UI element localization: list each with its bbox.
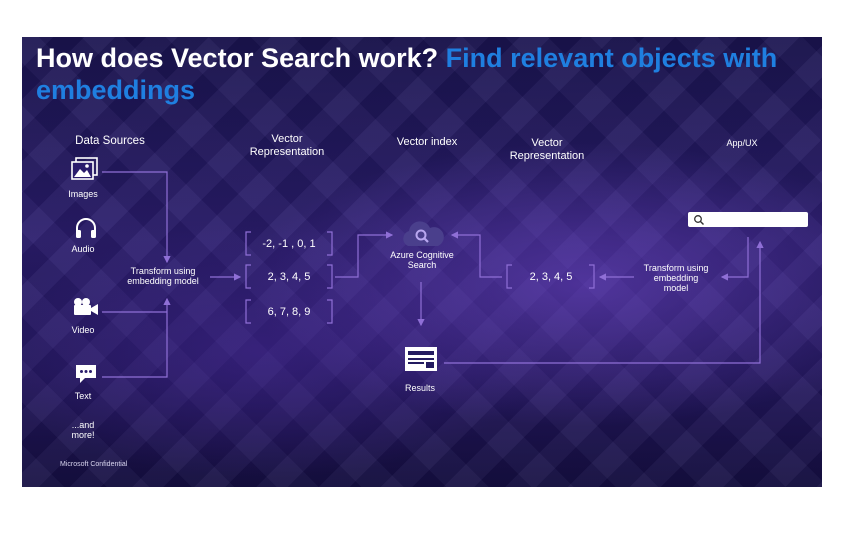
slide: How does Vector Search work? Find releva… (22, 37, 822, 487)
vector-bracket-2 (245, 264, 333, 289)
results-icon (404, 346, 438, 372)
vectors-to-index-connector (335, 231, 394, 278)
query-vector: 2, 3, 4, 5 (529, 270, 573, 283)
source-label-images: Images (68, 189, 98, 199)
vector-bracket-right (506, 264, 595, 289)
transform-label-left: Transform using embedding model (127, 266, 199, 286)
images-icon (71, 157, 99, 181)
vector-index-label: Azure Cognitive Search (390, 250, 454, 270)
source-label-text: Text (74, 391, 92, 401)
title-main: How does Vector Search work? (36, 43, 439, 73)
title-accent: Find relevant objects with embeddings (36, 43, 778, 105)
header-vector-representation-right: Vector Representation (509, 137, 585, 162)
vector-1: -2, -1 , 0, 1 (262, 237, 316, 250)
source-label-audio: Audio (71, 244, 95, 254)
text-connector (102, 297, 171, 378)
vector-2: 2, 3, 4, 5 (267, 270, 311, 283)
vector-bracket-3 (245, 299, 333, 324)
header-app-ux: App/UX (726, 138, 758, 148)
search-to-transform-connector (720, 237, 749, 281)
header-vector-representation-left: Vector Representation (249, 133, 325, 158)
source-label-more: ...and more! (71, 420, 95, 440)
cloud-search-icon (400, 219, 444, 249)
slide-title: How does Vector Search work? Find releva… (36, 42, 816, 106)
header-data-sources: Data Sources (75, 135, 145, 147)
confidential-footer: Microsoft Confidential (60, 461, 128, 468)
vector-3: 6, 7, 8, 9 (267, 305, 311, 318)
chat-bubble-icon (74, 363, 98, 385)
query-vector-to-index-connector (450, 231, 502, 278)
results-to-app-connector (444, 240, 764, 364)
transform-label-right: Transform using embedding model (643, 263, 709, 293)
search-input[interactable] (688, 212, 808, 227)
header-vector-index: Vector index (396, 136, 458, 148)
headphones-icon (74, 217, 98, 239)
images-connector (102, 171, 171, 264)
source-label-video: Video (71, 325, 95, 335)
vector-bracket-1 (245, 231, 333, 256)
video-camera-icon (72, 297, 100, 317)
results-label: Results (404, 383, 435, 393)
search-icon (694, 215, 704, 225)
connector-lines (102, 171, 764, 378)
